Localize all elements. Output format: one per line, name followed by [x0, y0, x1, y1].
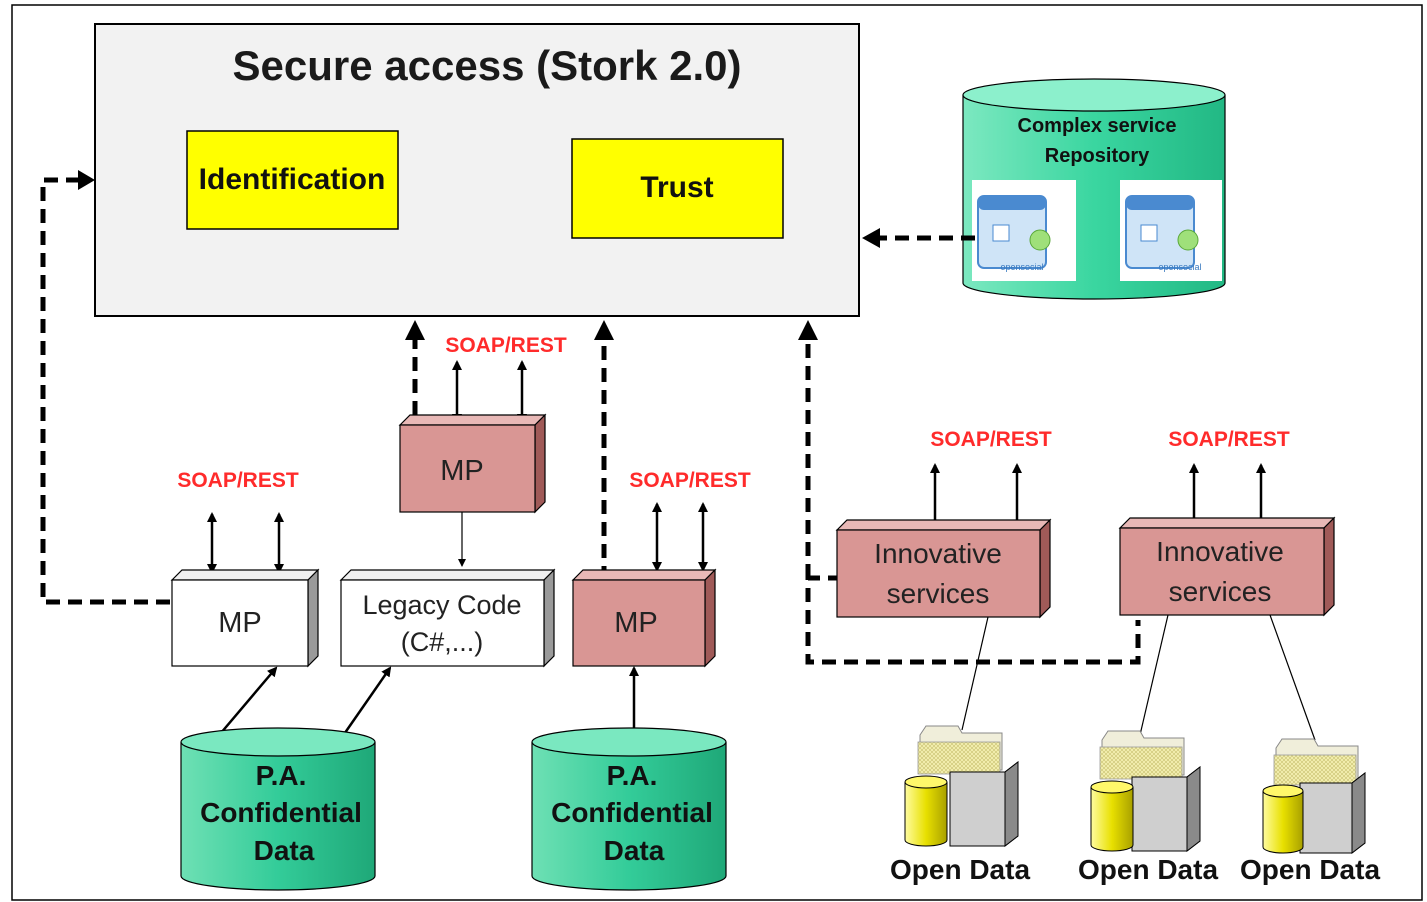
dashed-line-left: [40, 177, 170, 605]
open-data-icon: [1262, 738, 1366, 855]
protocol-label: SOAP/REST: [1168, 428, 1290, 451]
open-data-label: Open Data: [1240, 854, 1380, 885]
trust-box: Trust: [571, 138, 784, 239]
mp-box-left: MP: [170, 568, 320, 668]
legacy-code-box: Legacy Code (C#,...): [339, 568, 556, 668]
dashed-connectors: [40, 177, 1141, 665]
pa-db-line1: P.A.: [256, 760, 307, 791]
innovative-services-box: Innovative services: [1118, 516, 1336, 617]
protocol-label: SOAP/REST: [445, 334, 567, 357]
repository-title-line1: Complex service: [1018, 115, 1177, 137]
dashed-arrowheads: [78, 170, 880, 340]
pa-db-line3: Data: [604, 835, 665, 866]
trust-label: Trust: [640, 171, 713, 204]
legacy-line1: Legacy Code: [362, 590, 521, 620]
innovative-services-box: Innovative services: [835, 518, 1052, 619]
secure-access-title: Secure access (Stork 2.0): [233, 42, 742, 89]
outer-frame: [11, 4, 1423, 901]
protocol-label: SOAP/REST: [930, 428, 1052, 451]
mp-label: MP: [440, 455, 484, 487]
pa-db-line2: Confidential: [551, 797, 713, 828]
legacy-line2: (C#,...): [401, 627, 484, 657]
dashed-line-innovative: [805, 575, 1141, 665]
opensocial-icon: opensocial: [1120, 180, 1222, 281]
open-data-icon: [1090, 730, 1201, 853]
pa-confidential-db-right: P.A. Confidential Data: [531, 727, 727, 891]
innovative-line2: services: [1169, 576, 1272, 607]
open-data-icon: [904, 725, 1019, 848]
open-data-links: [961, 614, 1316, 741]
arrowhead-icon: [594, 320, 614, 340]
identification-label: Identification: [199, 163, 386, 196]
pa-db-line2: Confidential: [200, 797, 362, 828]
opensocial-icon: opensocial: [972, 180, 1076, 281]
secure-access-box: Secure access (Stork 2.0) Identification…: [94, 23, 860, 317]
innovative-line2: services: [887, 578, 990, 609]
mp-label: MP: [218, 607, 262, 639]
mp-box-center: MP: [398, 413, 547, 514]
arrowhead-icon: [405, 320, 425, 340]
mp-box-right: MP: [571, 568, 717, 668]
bidirectional-arrows: [207, 360, 1266, 744]
pa-db-line3: Data: [254, 835, 315, 866]
identification-box: Identification: [186, 130, 399, 230]
open-data-label: Open Data: [1078, 854, 1218, 885]
repository-title-line2: Repository: [1045, 145, 1150, 167]
opensocial-caption: opensocial: [1000, 262, 1043, 272]
pa-confidential-db-left: P.A. Confidential Data: [180, 727, 376, 891]
arrowhead-icon: [78, 170, 95, 190]
arrowhead-icon: [862, 228, 880, 248]
arrowhead-icon: [798, 320, 818, 340]
opensocial-caption: opensocial: [1158, 262, 1201, 272]
protocol-label: SOAP/REST: [177, 469, 299, 492]
open-data-label: Open Data: [890, 854, 1030, 885]
innovative-line1: Innovative: [1156, 536, 1284, 567]
complex-service-repository: Complex service Repository opensocial op…: [962, 78, 1226, 300]
protocol-label: SOAP/REST: [629, 469, 751, 492]
innovative-line1: Innovative: [874, 538, 1002, 569]
pa-db-line1: P.A.: [607, 760, 658, 791]
mp-label: MP: [614, 607, 658, 639]
